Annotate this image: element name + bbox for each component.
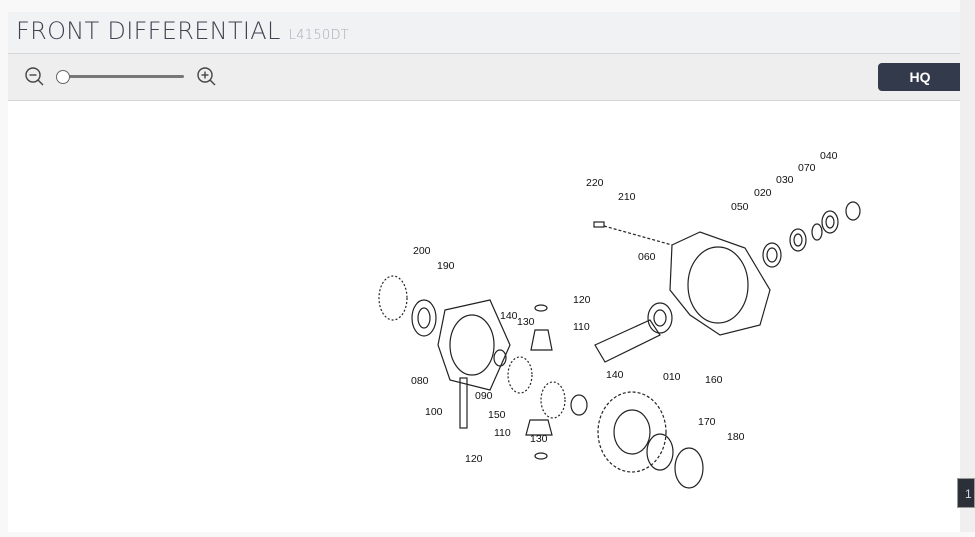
callout-210[interactable]: 210	[618, 191, 636, 203]
diagram-area: 220 210 040 070 030 020 050 060 200 190 …	[8, 101, 960, 532]
callout-120[interactable]: 120	[573, 294, 591, 306]
callout-050[interactable]: 050	[731, 201, 749, 213]
callout-180[interactable]: 180	[727, 431, 745, 443]
page-indicator-tab[interactable]: 1	[957, 478, 975, 508]
toolbar: HQ	[8, 54, 962, 101]
callout-010[interactable]: 010	[663, 371, 681, 383]
callout-170[interactable]: 170	[698, 416, 716, 428]
exploded-parts-diagram: 220 210 040 070 030 020 050 060 200 190 …	[378, 150, 861, 489]
callout-020[interactable]: 020	[754, 187, 772, 199]
callout-130b[interactable]: 130	[530, 433, 548, 445]
callout-150[interactable]: 150	[488, 409, 506, 421]
callout-030[interactable]: 030	[776, 174, 794, 186]
diagram-drawing	[378, 201, 861, 489]
callout-200[interactable]: 200	[413, 245, 431, 257]
model-label: L4150DT	[288, 28, 350, 43]
part-callouts: 220 210 040 070 030 020 050 060 200 190 …	[411, 150, 838, 465]
zoom-out-icon[interactable]	[24, 66, 46, 88]
callout-140[interactable]: 140	[500, 310, 518, 322]
zoom-slider-handle[interactable]	[56, 70, 70, 84]
scrollbar[interactable]	[960, 0, 975, 532]
callout-160[interactable]: 160	[705, 374, 723, 386]
callout-110[interactable]: 110	[573, 321, 590, 333]
callout-140b[interactable]: 140	[606, 369, 624, 381]
callout-090[interactable]: 090	[475, 390, 493, 402]
zoom-slider[interactable]	[56, 70, 184, 84]
callout-080[interactable]: 080	[411, 375, 429, 387]
callout-100[interactable]: 100	[425, 406, 443, 418]
page-header: FRONT DIFFERENTIAL L4150DT	[8, 12, 960, 54]
callout-130[interactable]: 130	[517, 316, 535, 328]
callout-190[interactable]: 190	[437, 260, 455, 272]
callout-220[interactable]: 220	[586, 177, 604, 189]
callout-110b[interactable]: 110	[494, 427, 511, 439]
callout-040[interactable]: 040	[820, 150, 838, 162]
zoom-in-icon[interactable]	[196, 66, 218, 88]
title-text: FRONT DIFFERENTIAL	[16, 17, 281, 45]
callout-060[interactable]: 060	[638, 251, 656, 263]
callout-120b[interactable]: 120	[465, 453, 483, 465]
hq-button[interactable]: HQ	[878, 63, 962, 91]
callout-070[interactable]: 070	[798, 162, 816, 174]
page-title: FRONT DIFFERENTIAL L4150DT	[16, 17, 349, 45]
zoom-slider-track	[62, 75, 184, 78]
